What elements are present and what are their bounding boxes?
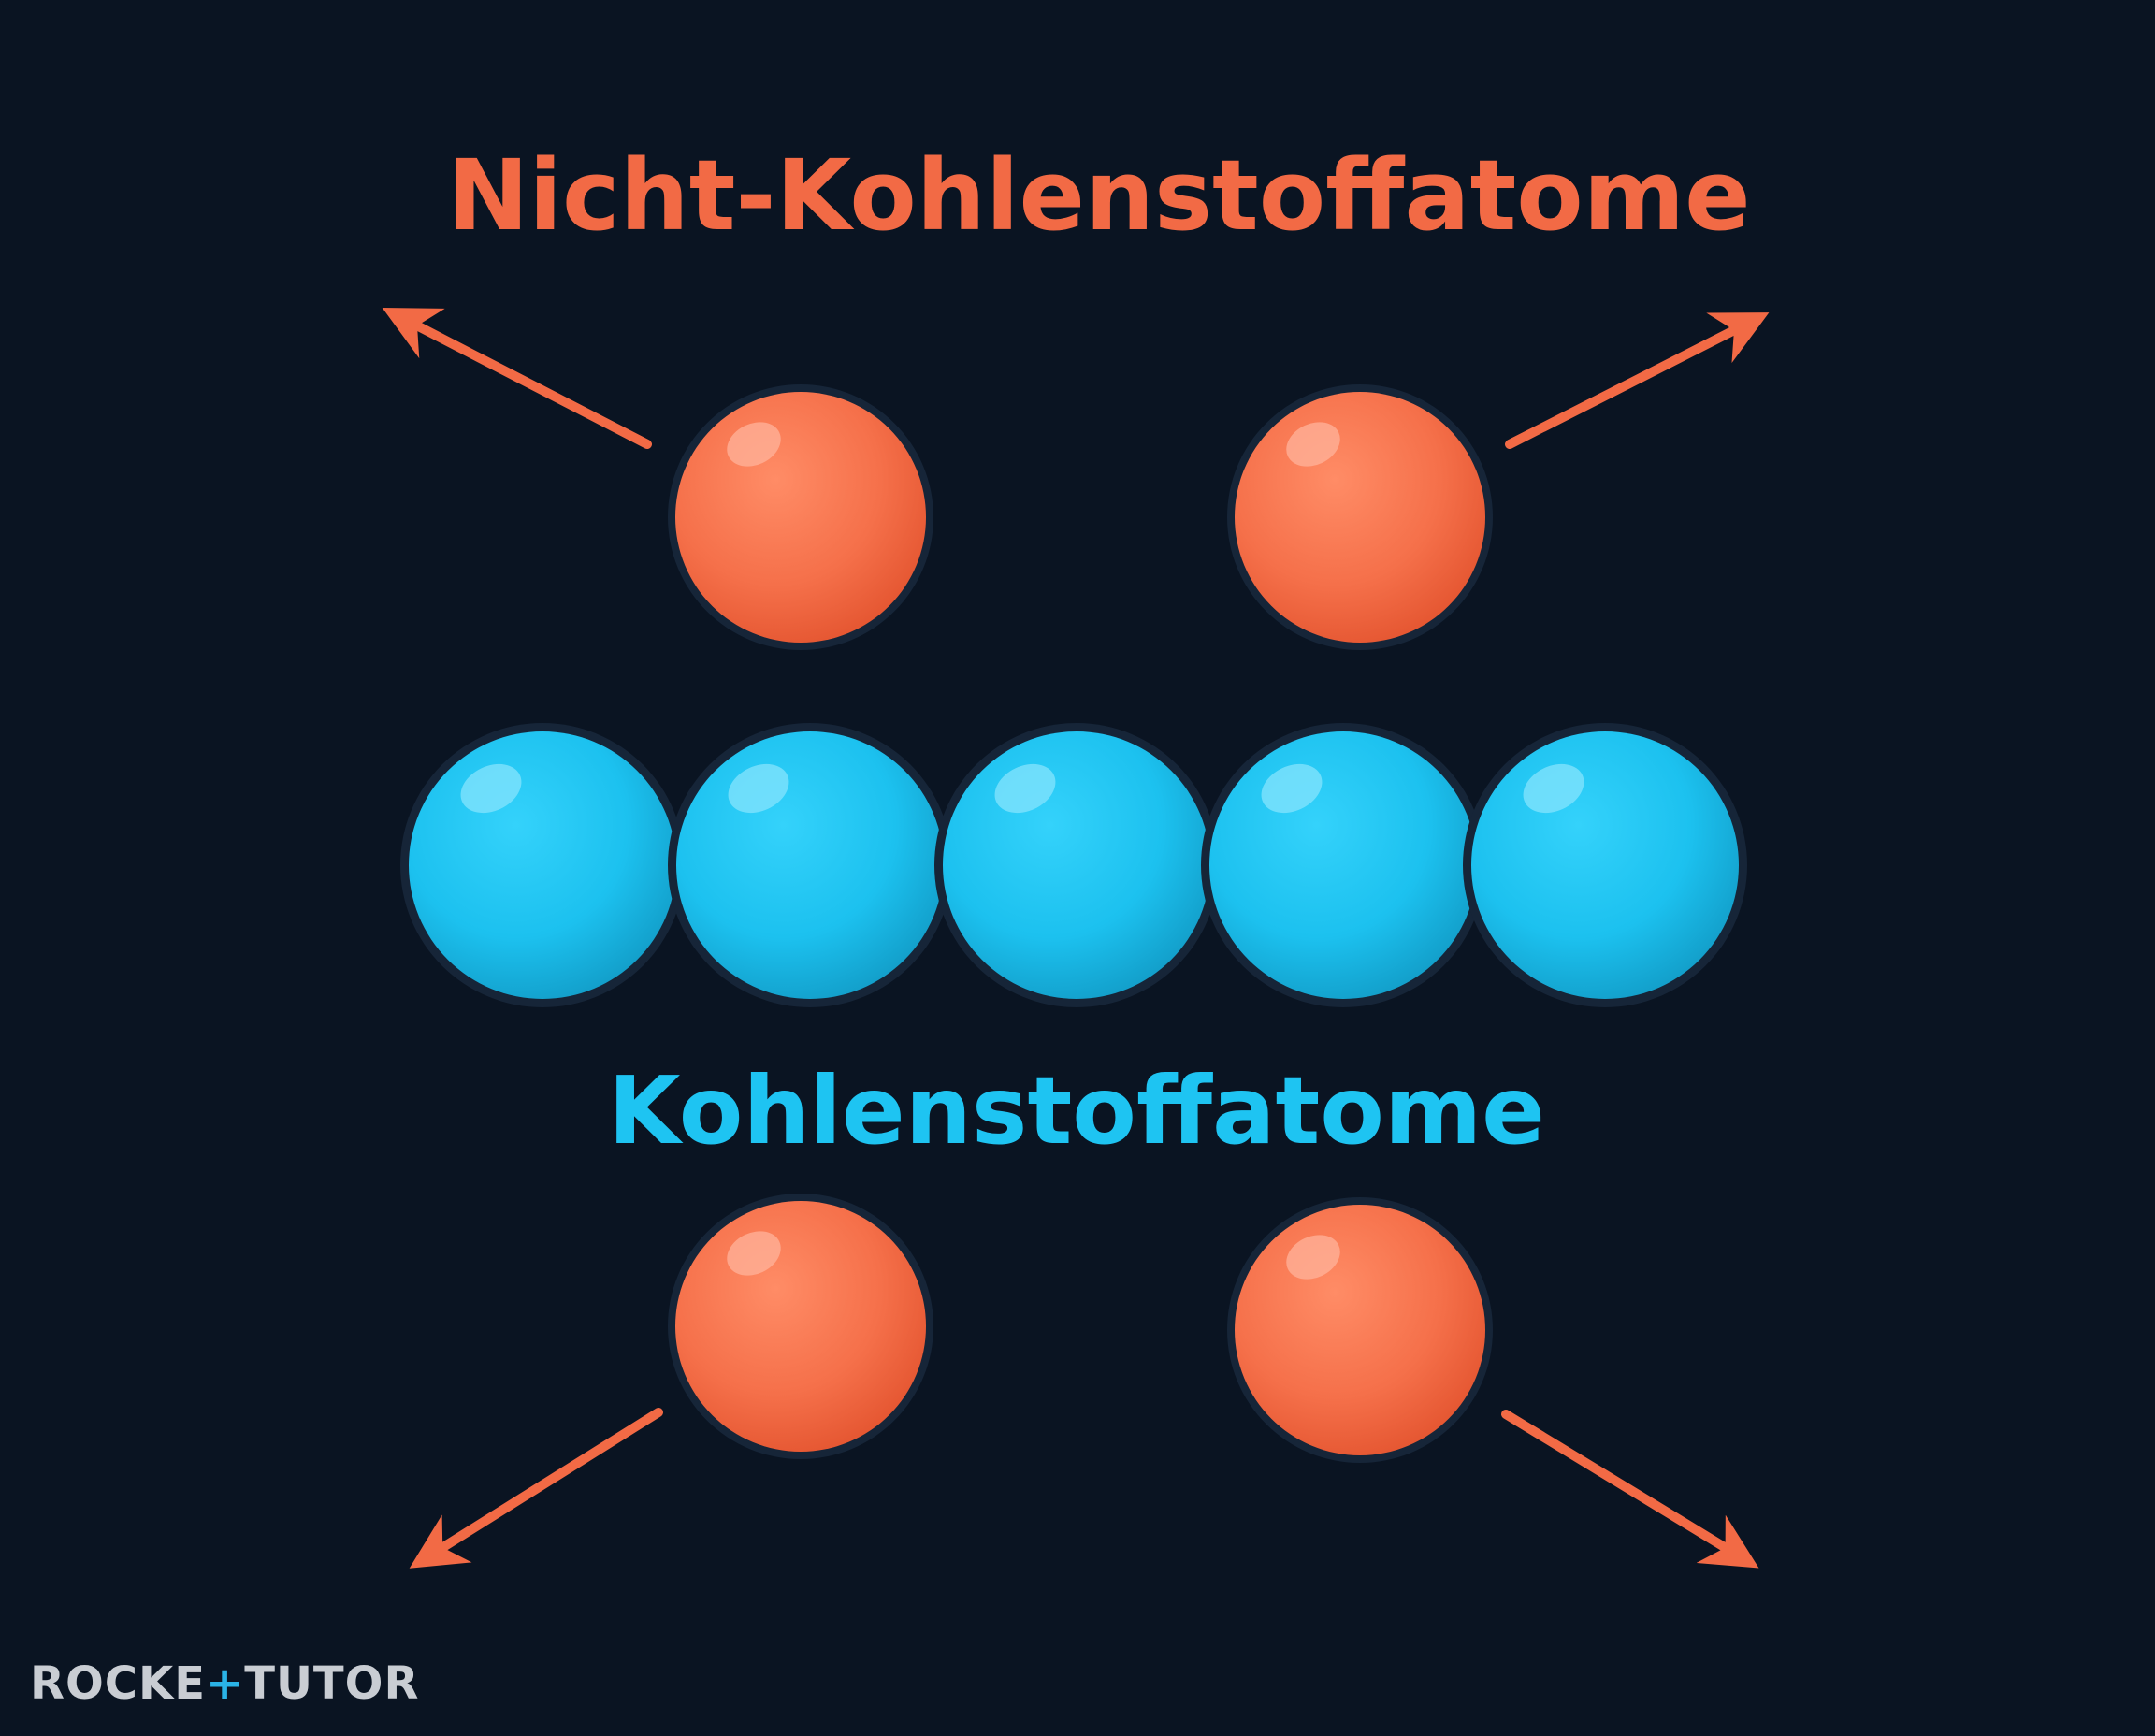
carbon-atom [400,723,685,1007]
logo-watermark: ROCKE+TUTOR [30,1657,419,1710]
non-carbon-atom-top-left [668,384,933,650]
carbon-atom [934,723,1219,1007]
chain-label: Kohlenstoffatome [608,1056,1545,1165]
non-carbon-atom-bottom-left [668,1194,933,1459]
non-carbon-atom-top-right [1227,384,1493,650]
carbon-chain [400,723,1747,1007]
arrow-top-right [1505,312,1770,449]
logo-text-part2: TUTOR [244,1657,420,1710]
logo-text-part1: ROCKE [30,1657,206,1710]
logo-plus: + [205,1657,245,1710]
arrow-bottom-left [409,1408,663,1569]
arrow-top-left [382,308,652,449]
non-carbon-atom-bottom-right [1227,1197,1493,1463]
carbon-atom [1201,723,1485,1007]
arrow-bottom-right [1501,1410,1759,1569]
title-label: Nicht-Kohlenstoffatome [447,138,1750,253]
carbon-atom [1463,723,1747,1007]
carbon-atom [668,723,952,1007]
